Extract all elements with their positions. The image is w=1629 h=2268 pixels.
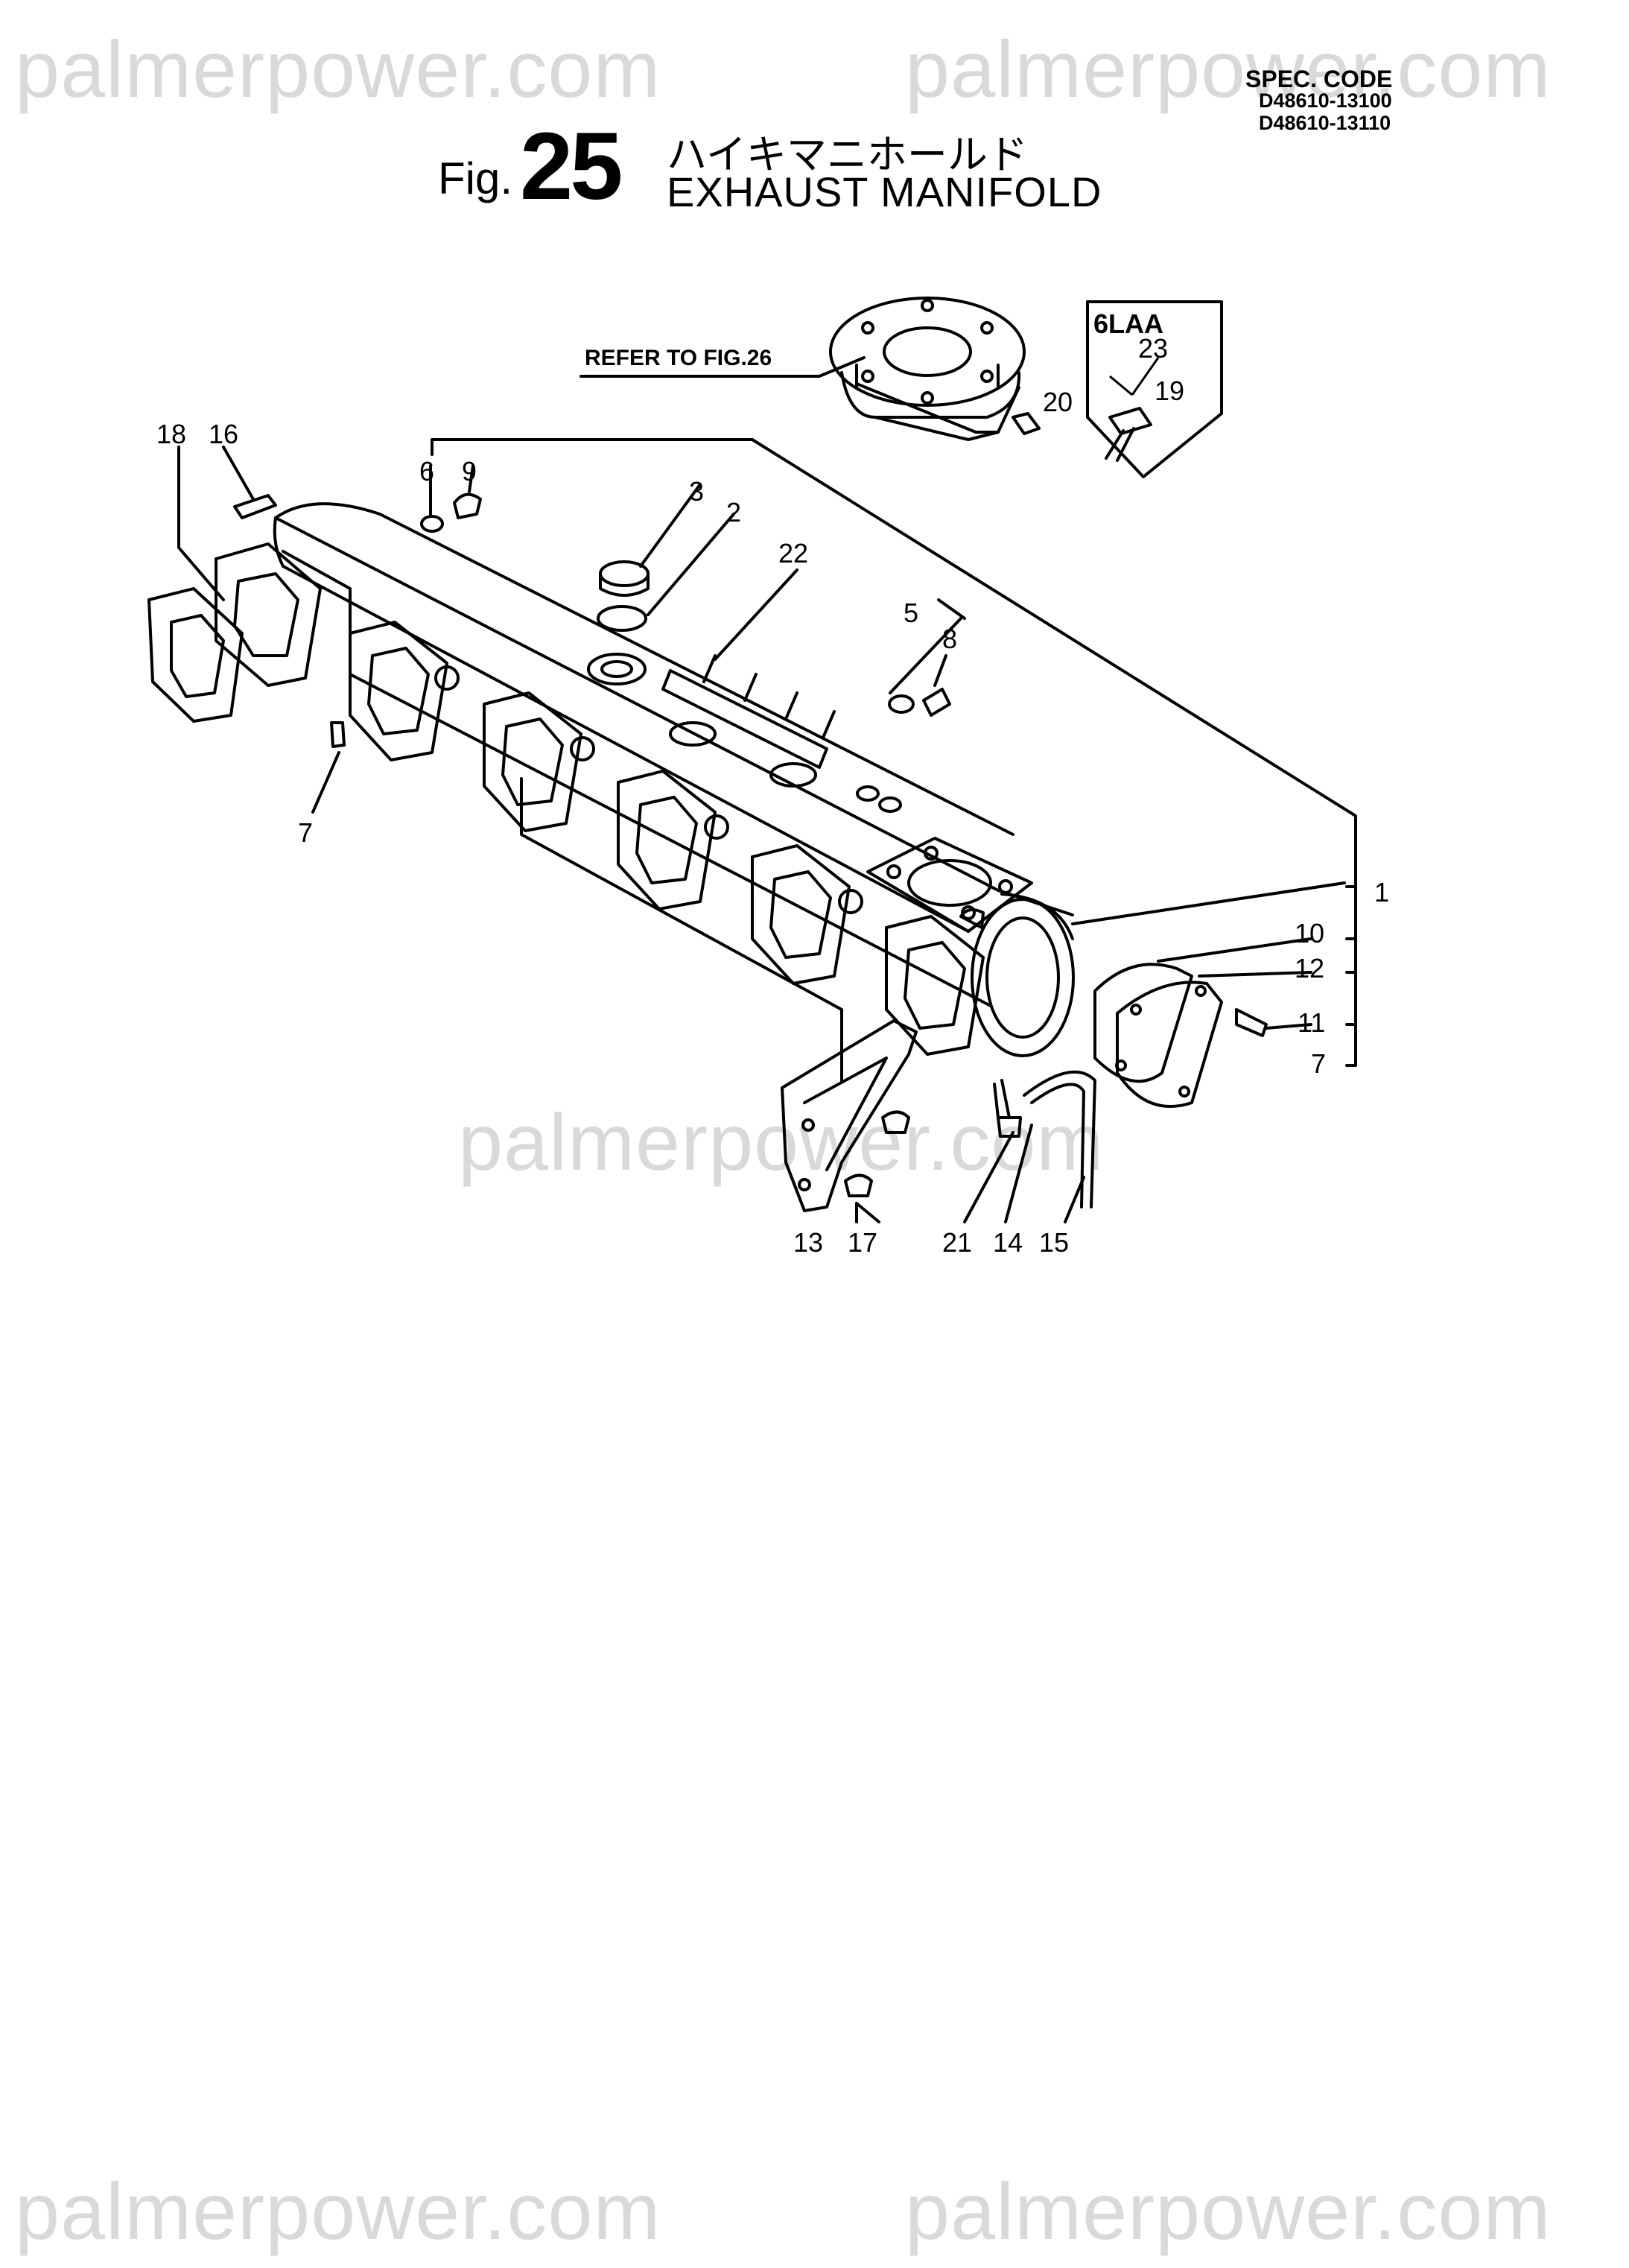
spec-label: SPEC. CODE: [1245, 66, 1393, 92]
outlet-pad: [866, 837, 1033, 933]
callout-2: 2: [726, 497, 741, 528]
spec-code-1: D48610-13100: [1259, 89, 1392, 112]
gasket-18: [147, 587, 244, 723]
callout-23: 23: [1138, 333, 1168, 364]
callout-11: 11: [1298, 1007, 1325, 1038]
callout-9: 9: [462, 456, 477, 487]
callout-14: 14: [993, 1227, 1023, 1258]
spec-code-2: D48610-13110: [1259, 112, 1391, 134]
callout-18: 18: [156, 419, 186, 449]
callout-7a: 7: [298, 817, 313, 848]
callout-16: 16: [209, 419, 238, 449]
callout-21: 21: [942, 1227, 972, 1258]
title-english: EXHAUST MANIFOLD: [667, 168, 1102, 215]
callout-19: 19: [1155, 376, 1184, 406]
port-flange-2: [349, 621, 460, 761]
callout-13: 13: [793, 1227, 823, 1258]
callout-8: 8: [942, 624, 957, 654]
turbo-outlet-flange: [829, 297, 1026, 441]
bracket-13: [781, 1019, 918, 1212]
gasket-10: [1093, 963, 1193, 1083]
watermark-top-left: palmerpower.com: [15, 24, 661, 114]
title-japanese: ハイキマニホールド: [667, 133, 1028, 177]
stud-bar-22: [661, 669, 828, 769]
refer-note: REFER TO FIG.26: [585, 346, 772, 370]
callout-7b: 7: [1311, 1048, 1326, 1079]
port-flange-3: [483, 691, 595, 832]
watermark-center: palmerpower.com: [458, 1097, 1105, 1187]
refer-leader-line: [579, 356, 866, 378]
watermark-bottom-left: palmerpower.com: [15, 2166, 661, 2256]
callout-3: 3: [689, 476, 704, 507]
callout-1: 1: [1374, 877, 1389, 907]
fig-number: 25: [520, 113, 623, 220]
variant-label: 6LAA: [1093, 308, 1163, 339]
variant-inset-box: [1086, 300, 1223, 478]
callout-22: 22: [778, 538, 808, 568]
port-flange-1: [215, 542, 322, 687]
port-flange-5: [751, 844, 863, 985]
callout-17: 17: [848, 1227, 877, 1258]
fig-prefix: Fig.: [438, 153, 513, 203]
watermark-bottom-right: palmerpower.com: [905, 2166, 1552, 2256]
callout-6: 6: [419, 456, 434, 487]
callout-12: 12: [1295, 953, 1324, 983]
port-flange-6: [885, 915, 985, 1056]
callout-5: 5: [904, 598, 918, 628]
callout-20: 20: [1043, 387, 1073, 417]
callout-10: 10: [1295, 918, 1324, 948]
port-flange-4: [617, 770, 729, 910]
cover-12: [1116, 981, 1223, 1108]
callout-15: 15: [1039, 1227, 1069, 1258]
watermark-top-right: palmerpower.com: [905, 24, 1552, 114]
